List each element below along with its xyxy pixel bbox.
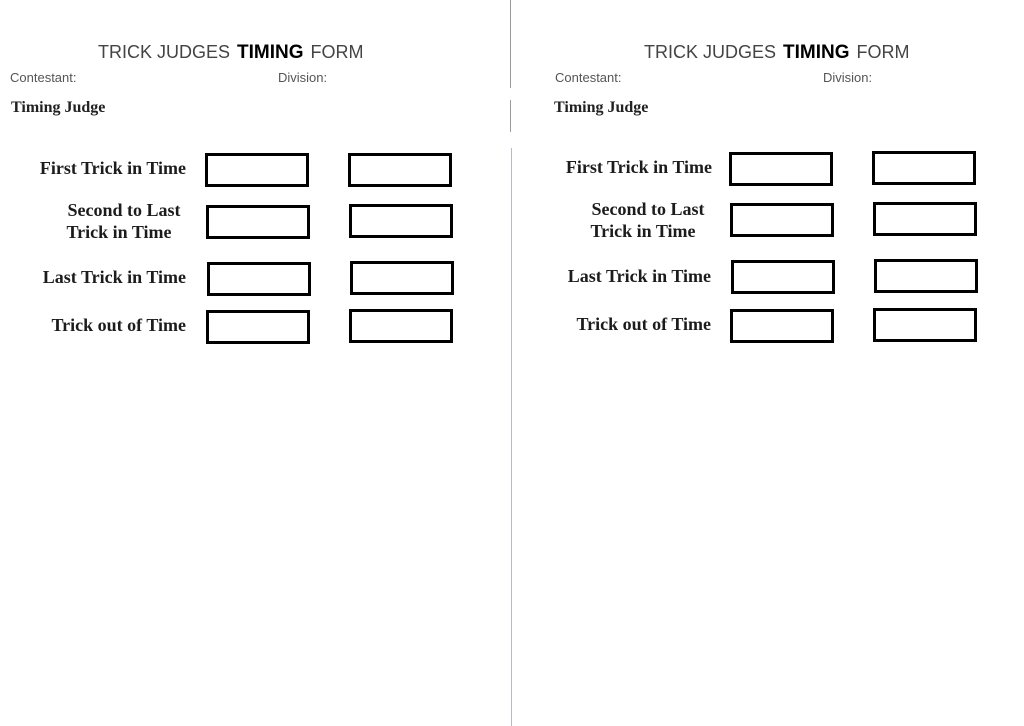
title-suffix: FORM xyxy=(310,42,364,62)
row-label-line: Second to Last xyxy=(67,200,181,220)
timing-form-left: TRICK JUDGES TIMING FORM Contestant: Divis… xyxy=(0,0,500,726)
row-label-trick-out: Trick out of Time xyxy=(51,315,187,335)
row-label-last-trick: Last Trick in Time xyxy=(567,266,711,286)
first-trick-time-box-2[interactable] xyxy=(348,153,452,187)
title-prefix: TRICK JUDGES xyxy=(644,42,777,62)
division-label: Division: xyxy=(278,70,328,85)
second-to-last-time-box-1[interactable] xyxy=(206,205,310,239)
trick-out-time-box-1[interactable] xyxy=(730,309,834,343)
row-label-line: Trick in Time xyxy=(590,221,696,241)
timing-judge-label: Timing Judge xyxy=(11,99,106,116)
division-label: Division: xyxy=(823,70,873,85)
last-trick-time-box-2[interactable] xyxy=(874,259,978,293)
second-to-last-time-box-2[interactable] xyxy=(873,202,977,236)
contestant-label: Contestant: xyxy=(10,70,77,85)
row-label-line: Second to Last xyxy=(591,199,705,219)
second-to-last-time-box-1[interactable] xyxy=(730,203,834,237)
page-divider-top xyxy=(510,0,511,88)
timing-form-right: TRICK JUDGES TIMING FORM Contestant: Divis… xyxy=(545,0,1024,726)
row-label-line: Trick in Time xyxy=(66,222,172,242)
row-label-second-to-last: Second to Last Trick in Time xyxy=(44,199,204,243)
title-emphasis: TIMING xyxy=(783,42,850,63)
row-label-first-trick: First Trick in Time xyxy=(39,158,186,178)
row-label-last-trick: Last Trick in Time xyxy=(42,267,186,287)
second-to-last-time-box-2[interactable] xyxy=(349,204,453,238)
last-trick-time-box-1[interactable] xyxy=(731,260,835,294)
trick-out-time-box-2[interactable] xyxy=(349,309,453,343)
title-suffix: FORM xyxy=(856,42,910,62)
timing-judge-label: Timing Judge xyxy=(554,99,649,116)
trick-out-time-box-2[interactable] xyxy=(873,308,977,342)
title-prefix: TRICK JUDGES xyxy=(98,42,231,62)
contestant-label: Contestant: xyxy=(555,70,622,85)
row-label-second-to-last: Second to Last Trick in Time xyxy=(568,198,728,242)
trick-out-time-box-1[interactable] xyxy=(206,310,310,344)
first-trick-time-box-1[interactable] xyxy=(729,152,833,186)
page-divider-bottom xyxy=(511,148,512,726)
first-trick-time-box-2[interactable] xyxy=(872,151,976,185)
title-emphasis: TIMING xyxy=(237,42,304,63)
page-divider-middle xyxy=(510,100,511,132)
last-trick-time-box-1[interactable] xyxy=(207,262,311,296)
form-title: TRICK JUDGES TIMING FORM xyxy=(644,42,910,64)
form-title: TRICK JUDGES TIMING FORM xyxy=(98,42,364,64)
last-trick-time-box-2[interactable] xyxy=(350,261,454,295)
first-trick-time-box-1[interactable] xyxy=(205,153,309,187)
row-label-trick-out: Trick out of Time xyxy=(576,314,712,334)
row-label-first-trick: First Trick in Time xyxy=(565,157,712,177)
